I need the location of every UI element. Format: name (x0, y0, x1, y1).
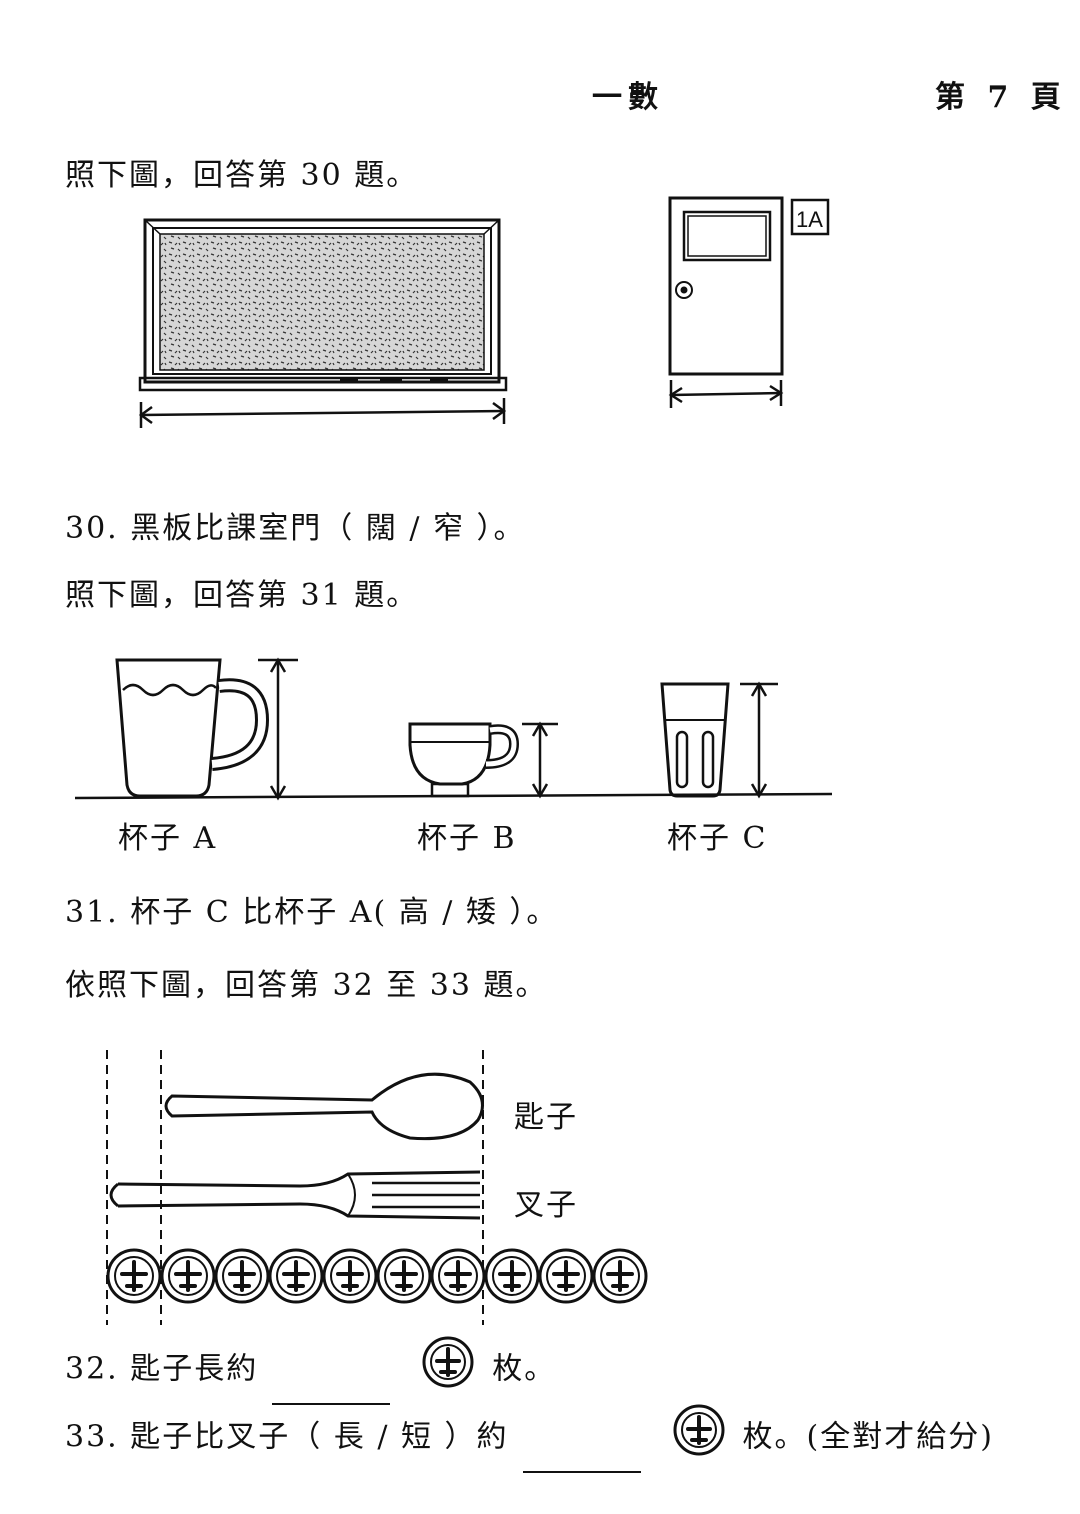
fork-label: 叉子 (514, 1188, 578, 1223)
classroom-door-image (668, 196, 830, 376)
coin-row (106, 1248, 648, 1304)
q31-question: 31. 杯子 C 比杯子 A( 高 / 矮 ）。 (65, 895, 559, 930)
plane-coin-icon (268, 1248, 324, 1304)
blackboard-image (138, 218, 508, 392)
plane-coin-icon (673, 1404, 725, 1473)
plane-coin-icon (160, 1248, 216, 1304)
spoon-label: 匙子 (514, 1100, 578, 1135)
q32-33-intro: 依照下圖，回答第 32 至 33 題。 (65, 968, 548, 1003)
fork-image (109, 1170, 481, 1220)
q32-question: 32. 匙子長約 枚。 (65, 1336, 557, 1405)
cup-c-image (660, 682, 730, 798)
q31-intro: 照下圖，回答第 31 題。 (65, 578, 419, 613)
subject-header: 一數 (592, 80, 664, 115)
cup-c-height-arrow (740, 681, 778, 799)
q33-prefix: 33. 匙子比叉子（ 長 / 短 ）約 (65, 1419, 509, 1455)
cup-c-label: 杯子 C (667, 821, 768, 856)
plane-coin-icon (484, 1248, 540, 1304)
cup-b-height-arrow (522, 721, 558, 799)
plane-coin-icon (214, 1248, 270, 1304)
door-width-arrow (668, 380, 784, 408)
plane-coin-icon (106, 1248, 162, 1304)
plane-coin-icon (422, 1336, 474, 1405)
q33-question: 33. 匙子比叉子（ 長 / 短 ）約 枚。(全對才給分) (65, 1404, 994, 1473)
q32-suffix: 枚。 (492, 1351, 557, 1387)
q32-answer-blank[interactable] (272, 1373, 391, 1405)
cup-b-image (408, 722, 520, 798)
q33-answer-blank[interactable] (522, 1441, 641, 1473)
cup-a-image (115, 658, 270, 798)
door-sign: 1A (796, 207, 823, 232)
cup-a-label: 杯子 A (118, 821, 218, 856)
plane-coin-icon (376, 1248, 432, 1304)
plane-coin-icon (592, 1248, 648, 1304)
spoon-image (164, 1072, 484, 1141)
q30-question: 30. 黑板比課室門（ 闊 / 窄 ）。 (65, 511, 526, 546)
cup-b-label: 杯子 B (417, 821, 517, 856)
plane-coin-icon (322, 1248, 378, 1304)
cup-a-height-arrow (258, 657, 298, 801)
page-number: 第 7 頁 (935, 80, 1067, 115)
blackboard-width-arrow (138, 398, 507, 428)
plane-coin-icon (430, 1248, 486, 1304)
plane-coin-icon (538, 1248, 594, 1304)
q33-suffix: 枚。(全對才給分) (742, 1419, 994, 1455)
q30-intro: 照下圖，回答第 30 題。 (65, 158, 419, 193)
q32-prefix: 32. 匙子長約 (65, 1351, 259, 1387)
